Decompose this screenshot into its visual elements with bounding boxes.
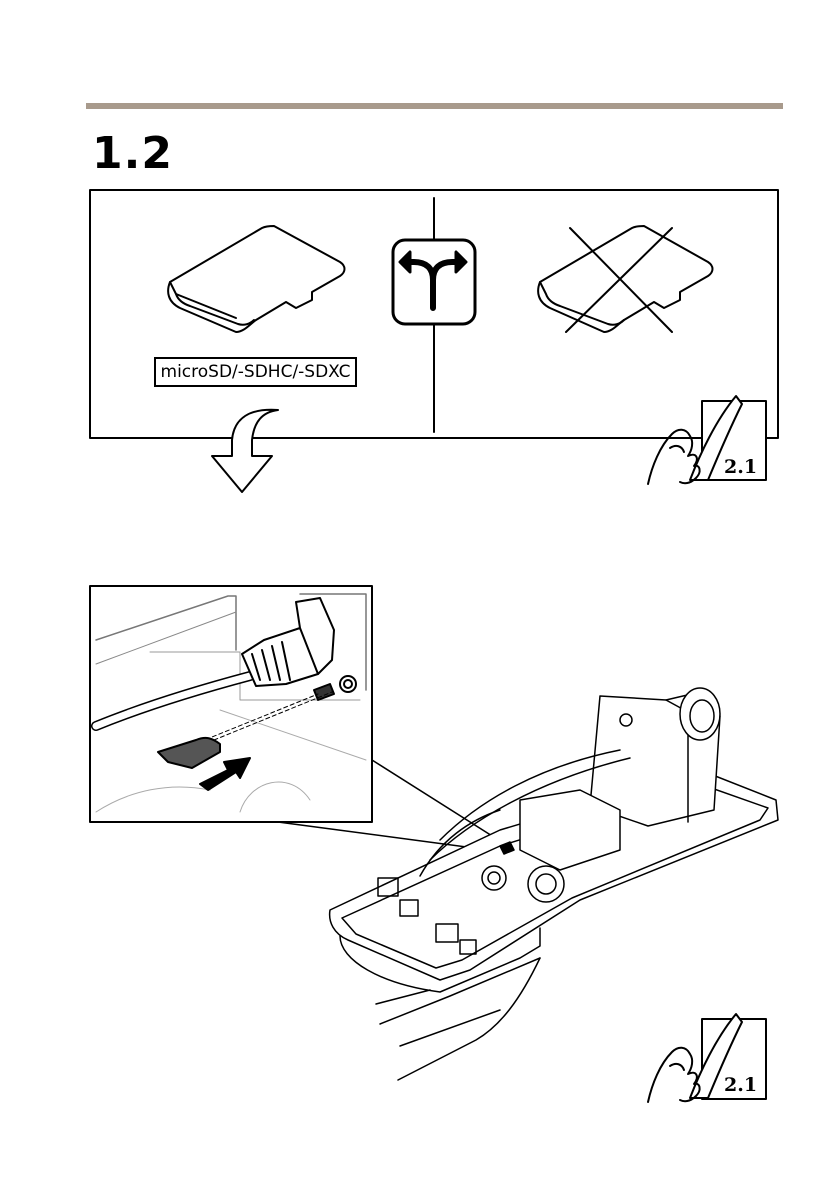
inset-detail	[90, 586, 372, 822]
card-format-label: microSD/-SDHC/-SDXC	[154, 357, 357, 387]
flow-down-arrow	[212, 410, 278, 492]
page-reference-number-bottom: 2.1	[724, 1074, 757, 1096]
crossed-card-icon	[538, 226, 712, 332]
microsd-card-icon	[168, 226, 344, 332]
split-arrows-icon	[393, 240, 475, 324]
page-reference-number: 2.1	[724, 456, 757, 478]
